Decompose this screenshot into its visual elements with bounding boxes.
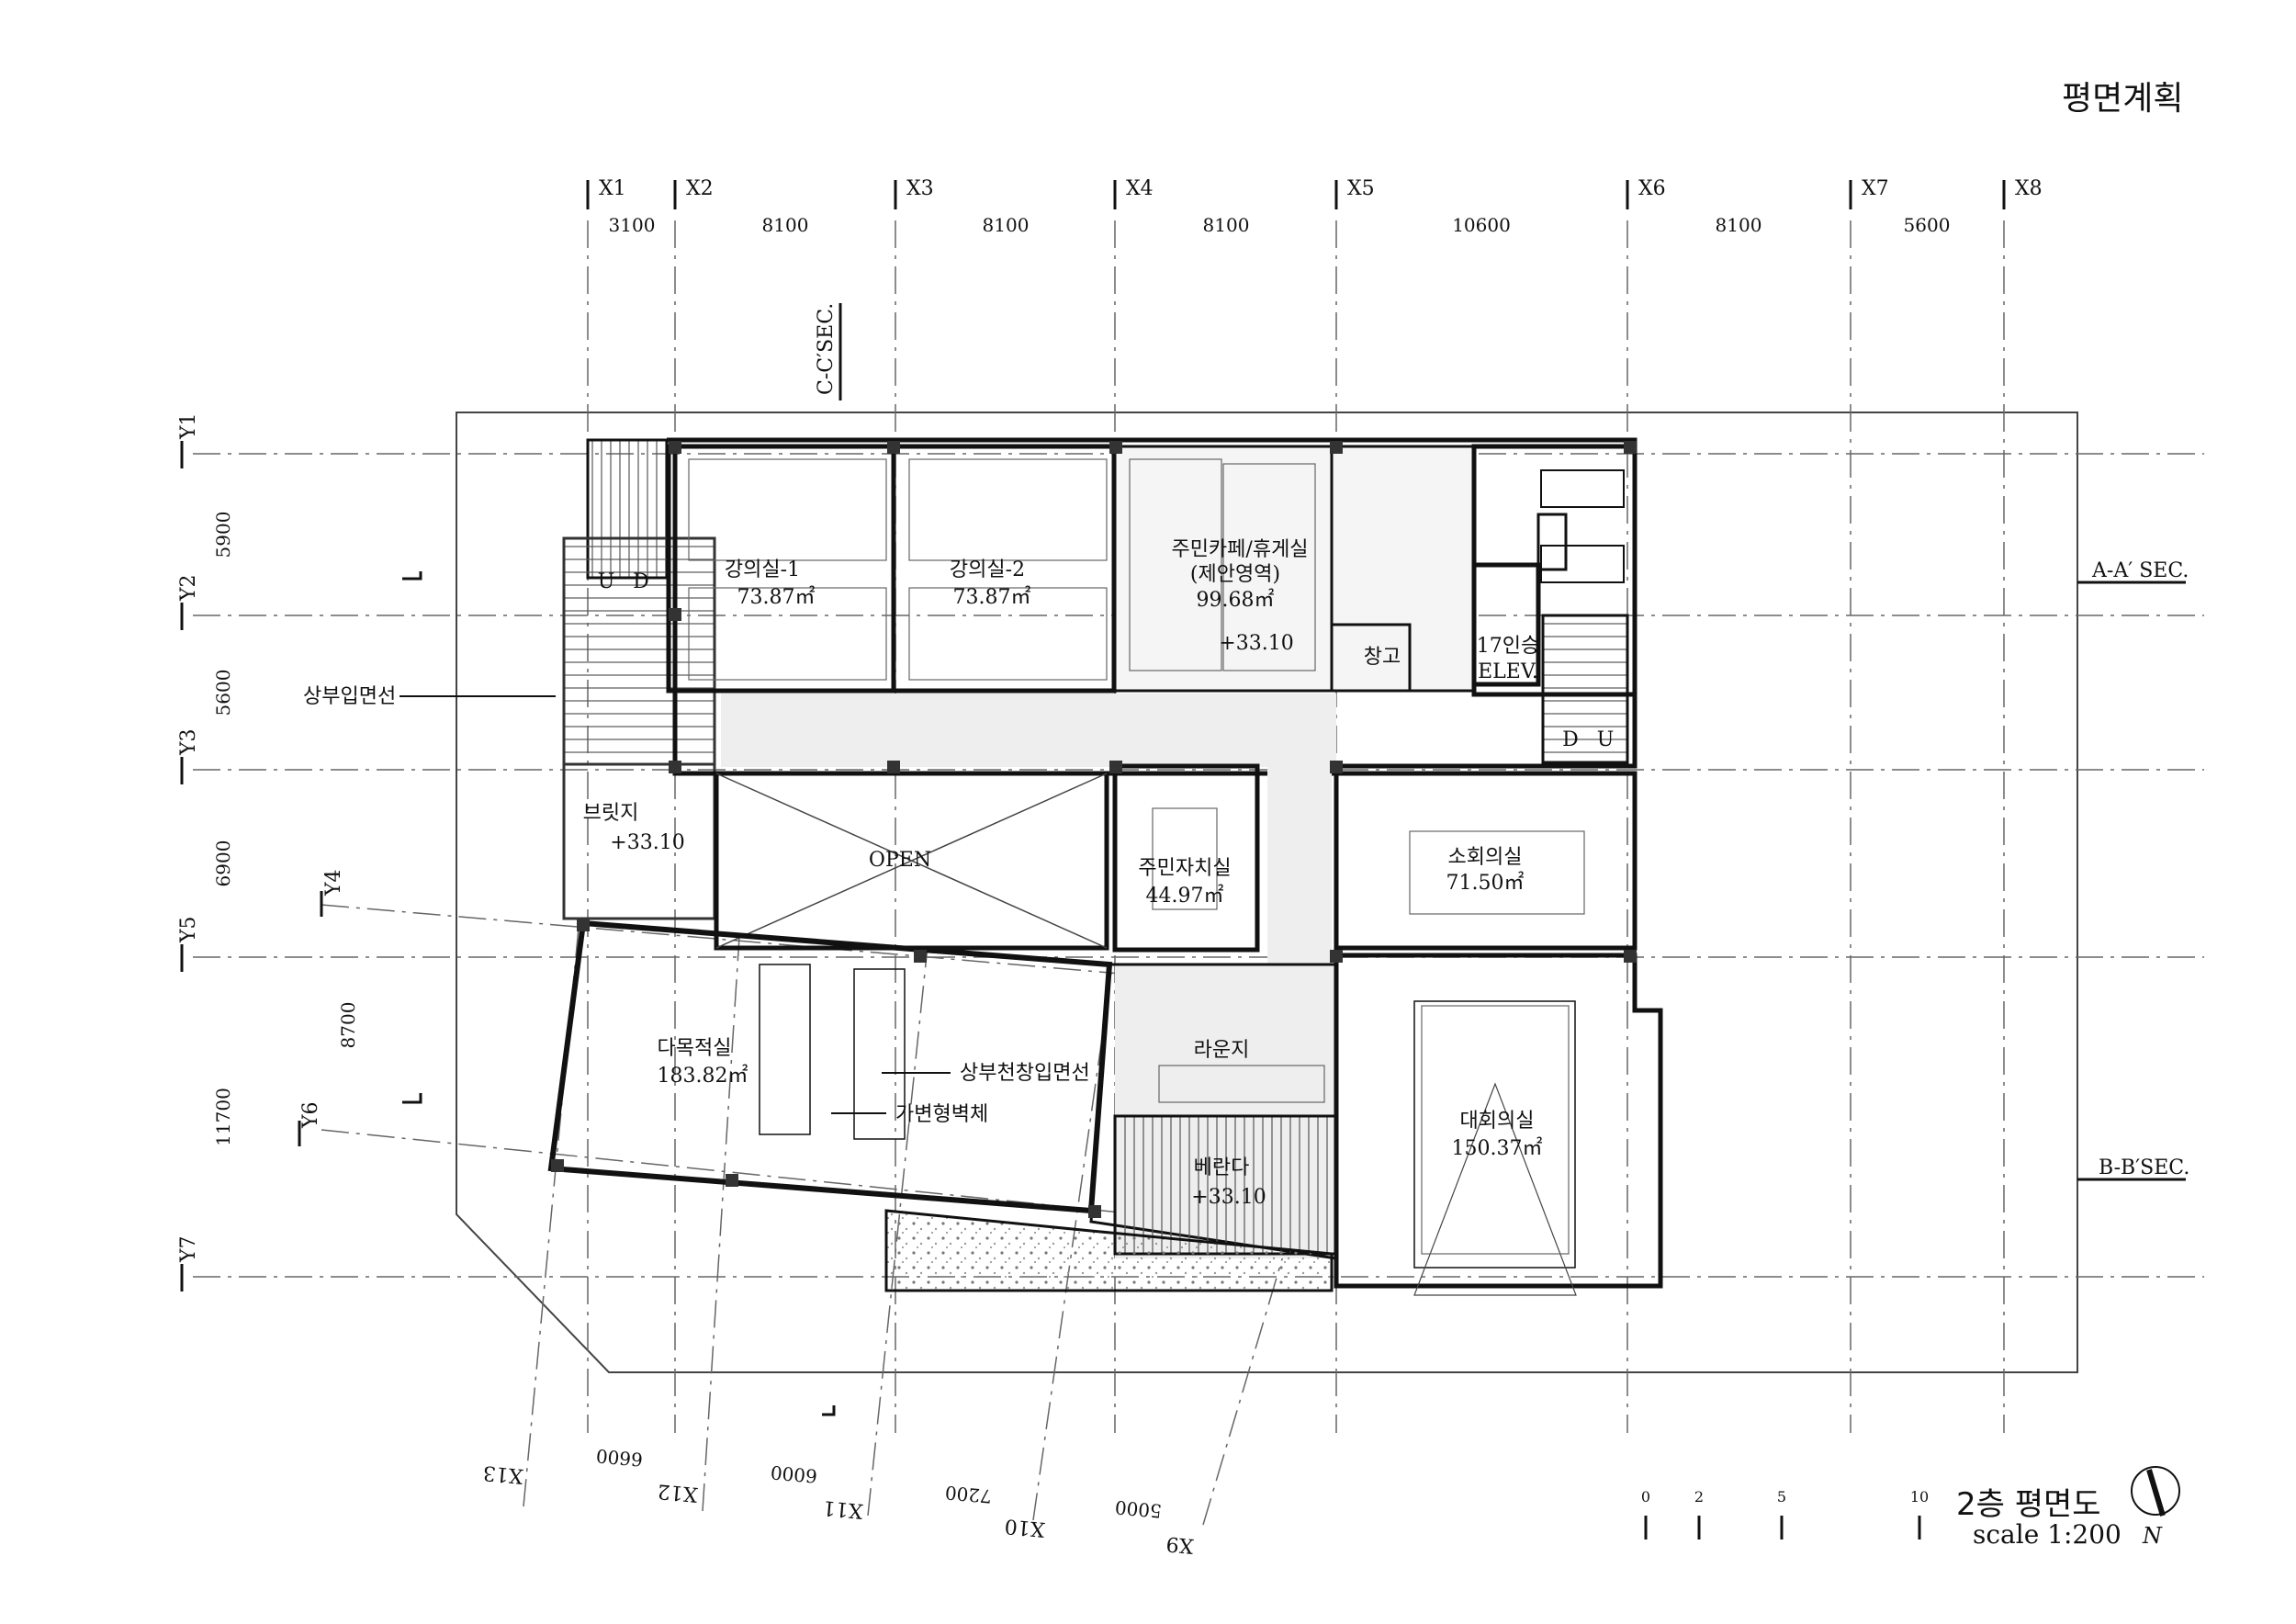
room-lecture2-area: 73.87㎡ <box>953 585 1031 609</box>
scale-bar <box>1644 1516 1921 1539</box>
room-multipurpose-area: 183.82㎡ <box>658 1064 748 1088</box>
grid-dim-x7: 5600 <box>1904 214 1951 236</box>
north-arrow-icon <box>2131 1466 2180 1517</box>
grid-dim-y3: 6900 <box>212 840 234 887</box>
grid-dim-x10: 5000 <box>1114 1496 1163 1522</box>
scale-tick-10: 10 <box>1910 1488 1929 1506</box>
scale-tick-2: 2 <box>1694 1488 1704 1506</box>
grid-label-y6: Y6 <box>299 1101 322 1129</box>
room-council-name: 주민자치실 <box>1138 857 1231 880</box>
grid-label-x7: X7 <box>1862 177 1889 200</box>
room-cafe-name: 주민카페/휴게실 <box>1171 538 1308 561</box>
grid-label-y1: Y1 <box>177 412 200 440</box>
room-cafe-sub: (제안영역) <box>1190 563 1280 586</box>
grid-dim-x13: 6600 <box>595 1445 644 1471</box>
grid-label-x2: X2 <box>686 177 714 200</box>
room-large-meeting-name: 대회의실 <box>1460 1110 1535 1133</box>
note-upper-ceiling-window: 상부천창입면선 <box>960 1062 1090 1085</box>
grid-dim-x11: 7200 <box>944 1482 993 1507</box>
room-cafe-level: +33.10 <box>1219 632 1293 655</box>
room-storage-name: 창고 <box>1364 646 1401 669</box>
room-bridge-name: 브릿지 <box>583 802 639 825</box>
grid-label-y3: Y3 <box>177 728 200 756</box>
room-lounge-name: 라운지 <box>1194 1039 1250 1062</box>
scale-tick-0: 0 <box>1641 1488 1650 1506</box>
grid-label-x4: X4 <box>1126 177 1154 200</box>
grid-label-y4: Y4 <box>322 869 345 897</box>
grid-label-x1: X1 <box>599 177 626 200</box>
section-cc-label: C-C′SEC. <box>815 303 838 395</box>
note-movable-wall: 가변형벽체 <box>895 1103 988 1126</box>
grid-label-x13: X13 <box>482 1460 524 1487</box>
room-small-meeting-area: 71.50㎡ <box>1446 871 1525 895</box>
grid-dim-x2: 8100 <box>762 214 809 236</box>
north-label: N <box>2142 1523 2163 1549</box>
section-bb-label: B-B′SEC. <box>2099 1156 2189 1179</box>
grid-dim-y2: 5600 <box>212 670 234 716</box>
grid-dim-x4: 8100 <box>1203 214 1250 236</box>
section-markers: A-A′ SEC. B-B′SEC. C-C′SEC. <box>402 303 2189 1416</box>
room-small-meeting-name: 소회의실 <box>1448 846 1523 869</box>
room-open-name: OPEN <box>869 849 931 872</box>
grid-label-y5: Y5 <box>177 916 200 943</box>
page-title: 평면계획 <box>2062 80 2184 118</box>
grid-dim-x6: 8100 <box>1716 214 1762 236</box>
sheet-scale: scale 1:200 <box>1973 1519 2122 1550</box>
room-lecture2-name: 강의실-2 <box>950 558 1025 581</box>
grid-label-y7: Y7 <box>177 1235 200 1263</box>
room-veranda-level: +33.10 <box>1191 1186 1266 1209</box>
stair-left-u: U <box>598 570 615 593</box>
building-walls <box>547 437 1663 1296</box>
grid-dim-x12: 6000 <box>770 1461 818 1487</box>
grid-label-x11: X11 <box>822 1495 864 1522</box>
grid-label-x10: X10 <box>1004 1514 1046 1540</box>
grid-dim-x1: 3100 <box>609 214 656 236</box>
room-elevator-line1: 17인승 <box>1477 635 1539 658</box>
grid-dim-x3: 8100 <box>983 214 1030 236</box>
room-elevator-line2: ELEV. <box>1478 660 1538 683</box>
grid-label-x3: X3 <box>906 177 934 200</box>
grid-label-x9: X9 <box>1165 1531 1195 1556</box>
sheet-title: 2층 평면도 <box>1956 1486 2101 1523</box>
grid-dim-x5: 10600 <box>1452 214 1511 236</box>
site-boundary <box>456 412 2078 1373</box>
room-bridge-level: +33.10 <box>610 831 684 854</box>
scale-tick-5: 5 <box>1777 1488 1786 1506</box>
room-lecture1-area: 73.87㎡ <box>737 585 816 609</box>
grid-label-x12: X12 <box>657 1479 699 1506</box>
room-cafe-area: 99.68㎡ <box>1197 588 1275 612</box>
stair-right-u: U <box>1597 728 1615 751</box>
room-council-area: 44.97㎡ <box>1146 884 1224 908</box>
grid-dim-y1: 5900 <box>212 512 234 558</box>
room-lecture1-name: 강의실-1 <box>725 558 800 581</box>
grid-label-y2: Y2 <box>177 574 200 602</box>
furniture <box>688 458 1585 1255</box>
grid-dim-y5: 11700 <box>212 1088 234 1146</box>
note-upper-entrance: 상부입면선 <box>303 685 396 708</box>
room-veranda-name: 베란다 <box>1194 1156 1250 1179</box>
grid-label-x8: X8 <box>2015 177 2043 200</box>
grid-dim-y-skew: 8700 <box>337 1002 359 1049</box>
stair-left-d: D <box>633 570 649 593</box>
grid-label-x6: X6 <box>1638 177 1666 200</box>
room-multipurpose-name: 다목적실 <box>658 1037 732 1060</box>
grid-label-x5: X5 <box>1347 177 1375 200</box>
section-aa-label: A-A′ SEC. <box>2091 559 2189 582</box>
stair-right-d: D <box>1562 728 1579 751</box>
room-large-meeting-area: 150.37㎡ <box>1452 1136 1543 1160</box>
